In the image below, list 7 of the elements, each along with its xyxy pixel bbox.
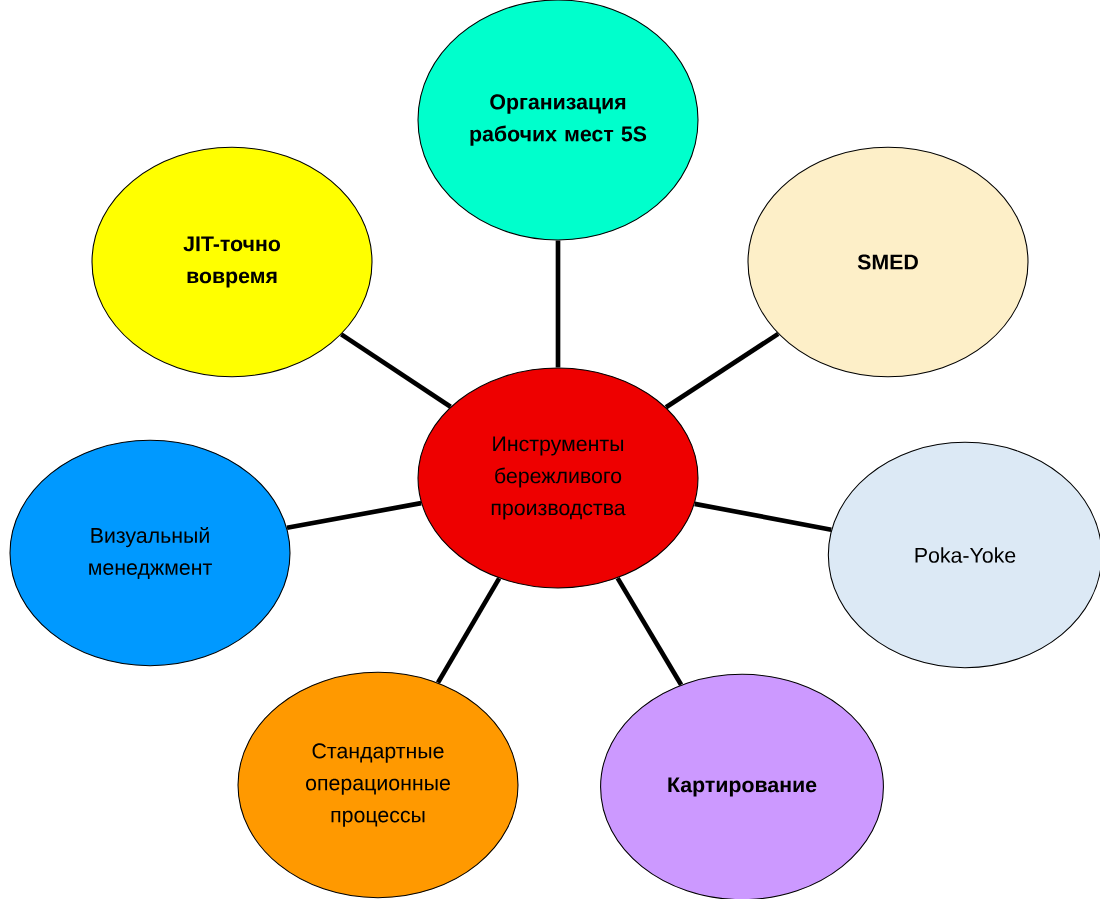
connector-line xyxy=(555,240,561,368)
connector-line xyxy=(286,500,422,531)
connector-line xyxy=(615,576,684,686)
connector-line xyxy=(664,331,780,410)
connector-line xyxy=(694,501,832,532)
connector-line xyxy=(436,577,502,684)
connector-line xyxy=(340,332,452,409)
